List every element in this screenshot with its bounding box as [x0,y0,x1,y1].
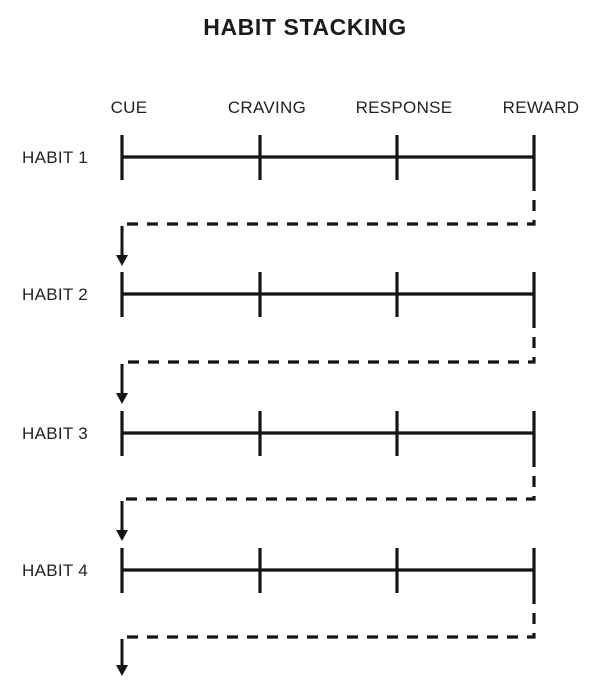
connector-habit-2-to-habit-3 [116,317,536,404]
connector-arrow-head-icon [116,530,128,541]
stage-header-cue: CUE [111,98,148,117]
stage-header-reward: REWARD [503,98,580,117]
connector-dashed-path [122,317,536,364]
connector-arrow-head-icon [116,255,128,266]
habit-rows: HABIT 1 HABIT 2 HABIT 3 HABIT 4 [22,135,536,593]
habit-row-3: HABIT 3 [22,411,536,456]
page-title: HABIT STACKING [203,14,406,40]
connector-arrow-head-icon [116,393,128,404]
habit-row-1: HABIT 1 [22,135,536,180]
habit-label-4: HABIT 4 [22,561,88,580]
stage-header-row: CUE CRAVING RESPONSE REWARD [111,98,580,117]
habit-label-3: HABIT 3 [22,424,88,443]
habit-label-2: HABIT 2 [22,285,88,304]
habit-label-1: HABIT 1 [22,148,88,167]
habit-row-4: HABIT 4 [22,548,536,593]
habit-row-2: HABIT 2 [22,272,536,317]
stage-header-response: RESPONSE [356,98,453,117]
connector-habit-1-to-habit-2 [116,180,536,266]
stage-header-craving: CRAVING [228,98,306,117]
connector-dashed-path [122,593,536,639]
connector-dashed-path [122,456,536,501]
connector-arrow-head-icon [116,665,128,676]
connector-group [116,180,536,676]
connector-dashed-path [122,180,536,226]
connector-habit-3-to-habit-4 [116,456,536,541]
connector-habit-4-to-next [116,593,536,676]
